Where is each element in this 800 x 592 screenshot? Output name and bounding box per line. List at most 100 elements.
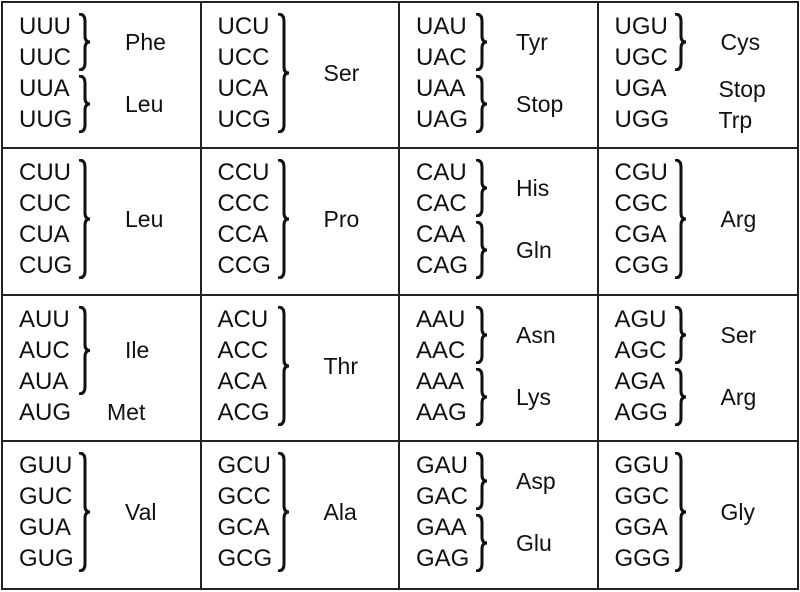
amino-acid-label: Glu <box>516 529 552 556</box>
brace-icon <box>277 451 289 572</box>
amino-acid-label: Ala <box>323 498 357 525</box>
codon: CAG <box>416 252 469 280</box>
codon: ACC <box>217 336 269 364</box>
amino-acid-label: His <box>516 175 550 202</box>
codon: GUG <box>19 544 74 572</box>
codon: CUC <box>19 190 71 218</box>
codon: UAU <box>416 13 467 40</box>
amino-acid-label: Pro <box>323 206 360 233</box>
codon: AUC <box>19 336 70 364</box>
codon: UCA <box>217 75 269 102</box>
codon: GGA <box>614 513 668 541</box>
codon: AGA <box>614 367 666 395</box>
amino-acid-label: Ser <box>323 60 360 86</box>
codon: AUA <box>19 367 69 395</box>
codon-cell: GCU GCC GCA GCG Ala <box>202 441 400 588</box>
codon: GGC <box>614 482 670 510</box>
codon: UCU <box>217 13 270 40</box>
codon: GCU <box>217 451 271 479</box>
brace-icon <box>475 451 488 510</box>
amino-acid-label: Asn <box>516 321 556 348</box>
codon: CUA <box>19 221 70 249</box>
codon: GGU <box>614 451 670 479</box>
brace-icon <box>78 451 91 572</box>
codon: UGA <box>614 75 667 102</box>
codon: CGC <box>614 190 668 218</box>
brace-icon <box>674 159 686 280</box>
brace-icon <box>78 75 91 133</box>
codon: GCA <box>217 513 270 541</box>
amino-acid-label: Tyr <box>516 29 548 55</box>
codon: CUG <box>19 252 73 280</box>
codon: GAG <box>416 544 470 572</box>
codon: GAU <box>416 451 469 479</box>
amino-acid-label: Stop <box>718 75 766 102</box>
codon: GAC <box>416 482 469 510</box>
brace-icon <box>475 221 488 280</box>
codon: CGA <box>614 221 667 249</box>
codon: AGC <box>614 336 667 364</box>
amino-acid-label: Arg <box>720 383 757 410</box>
codon: GCC <box>217 482 271 510</box>
brace-icon <box>277 159 289 280</box>
codon: CAC <box>416 190 467 218</box>
codon: AAC <box>416 336 466 364</box>
codon: ACU <box>217 305 269 333</box>
codon: AAA <box>416 367 465 395</box>
brace-icon <box>475 13 488 71</box>
codon-cell: UCU UCC UCA UCG Ser <box>201 3 400 150</box>
brace-icon <box>277 305 289 426</box>
amino-acid-label: Stop <box>516 91 564 117</box>
brace-icon <box>78 305 91 395</box>
codon: UCG <box>217 106 271 133</box>
amino-acid-label: Gly <box>720 498 756 525</box>
codon: CAU <box>416 159 467 187</box>
codon: GCG <box>217 544 273 572</box>
amino-acid-label: Leu <box>125 206 164 233</box>
codon: UCC <box>217 44 270 71</box>
brace-icon <box>78 159 91 280</box>
codon: ACG <box>217 398 270 426</box>
brace-icon <box>674 367 686 426</box>
codon: UAA <box>416 75 466 102</box>
codon: GAA <box>416 513 467 541</box>
codon: GGG <box>614 544 671 572</box>
codon: UUA <box>19 75 70 102</box>
codon: UGC <box>614 44 668 71</box>
codon: CUU <box>19 159 71 187</box>
amino-acid-label: Val <box>125 498 157 525</box>
amino-acid-label: Phe <box>125 29 166 55</box>
codon: CGU <box>614 159 668 187</box>
brace-icon <box>277 13 289 133</box>
codon: GUA <box>19 513 72 541</box>
codon-cell: GGU GGC GGA GGG Gly <box>599 442 798 588</box>
brace-icon <box>475 75 488 133</box>
codon-cell: CUU CUC CUA CUG Leu <box>3 149 202 296</box>
codon: UUU <box>19 13 71 40</box>
codon: CCC <box>217 190 270 218</box>
brace-icon <box>674 451 686 572</box>
codon: UAC <box>416 44 467 71</box>
amino-acid-label: Ser <box>720 321 757 348</box>
brace-icon <box>78 13 91 71</box>
codon: CCG <box>217 252 271 280</box>
codon: UGU <box>614 13 668 40</box>
amino-acid-label: Asp <box>516 467 556 494</box>
codon: ACA <box>217 367 267 395</box>
codon: AGU <box>614 305 667 333</box>
brace-icon <box>475 513 488 572</box>
codon: AGG <box>614 398 668 426</box>
brace-icon <box>674 305 686 364</box>
amino-acid-label: Gln <box>516 237 552 264</box>
codon: UAG <box>416 106 469 133</box>
